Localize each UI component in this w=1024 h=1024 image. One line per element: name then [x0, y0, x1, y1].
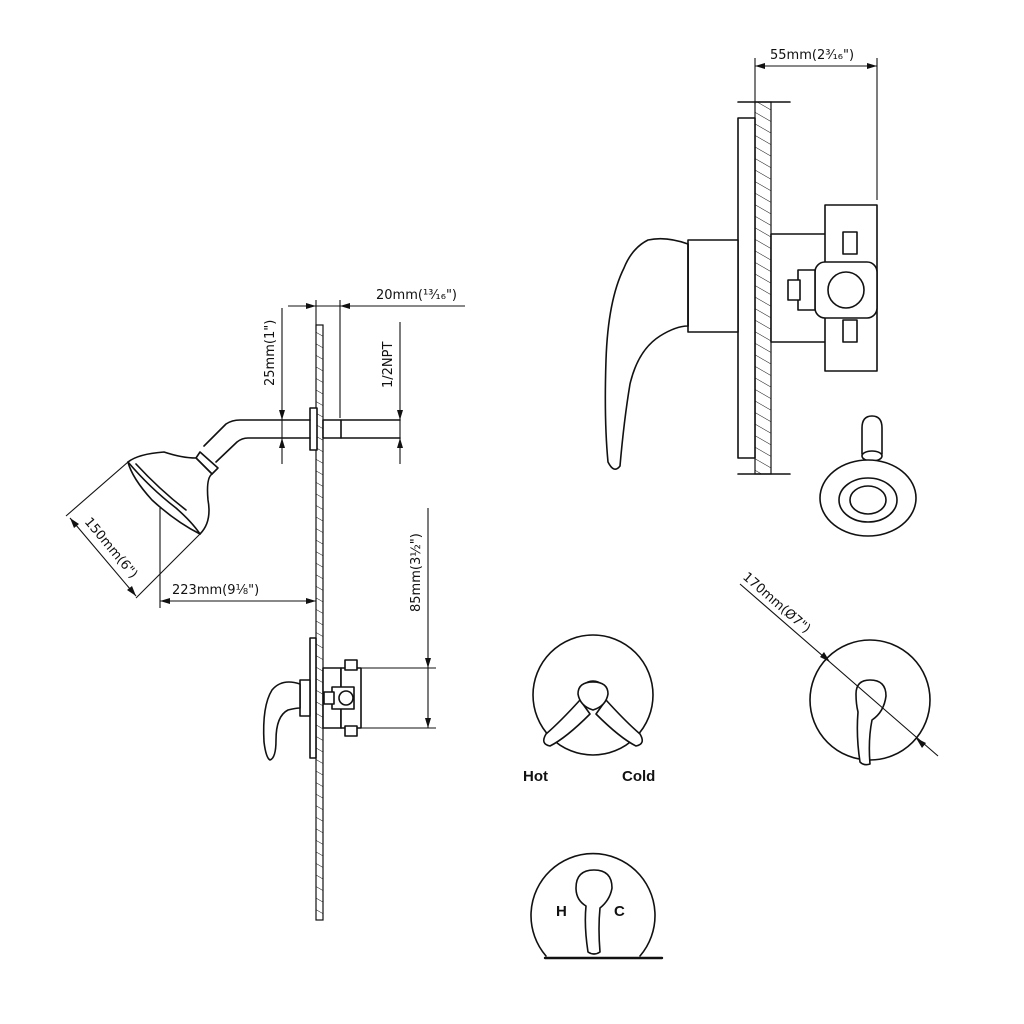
system-side-view: 20mm(¹³⁄₁₆") 25mm(1") 1/2NPT 150mm(6") [65, 288, 465, 921]
label-h: H [556, 903, 567, 920]
dim-head-diameter-label: 150mm(6") [81, 515, 140, 582]
dim-arm-reach-label: 223mm(9⅛") [172, 583, 259, 598]
dim-arm-rise: 25mm(1") [263, 308, 285, 464]
valve-side-small [262, 637, 362, 761]
trim-single-lever: 170mm(Ø7") [739, 570, 939, 766]
dim-valve-depth: 55mm(2³⁄₁₆") [754, 48, 878, 200]
dim-valve-depth-label: 55mm(2³⁄₁₆") [770, 48, 854, 63]
dim-wall-offset-label: 20mm(¹³⁄₁₆") [376, 288, 457, 303]
dim-thread-label: 1/2NPT [381, 342, 396, 388]
dim-wall-offset: 20mm(¹³⁄₁₆") [288, 288, 465, 418]
shower-head-front [819, 415, 917, 537]
valve-side-large [604, 101, 878, 475]
wall-section [315, 324, 324, 921]
dim-thread: 1/2NPT [381, 322, 403, 464]
dim-arm-rise-label: 25mm(1") [263, 320, 278, 386]
label-c: C [614, 903, 625, 920]
dim-arm-reach: 223mm(9⅛") [159, 508, 316, 608]
dim-valve-height-label: 85mm(3½") [409, 533, 424, 612]
label-hot: Hot [523, 768, 548, 785]
shower-arm [203, 407, 401, 463]
trim-two-lever: Hot Cold [523, 634, 655, 785]
dim-plate-diameter: 170mm(Ø7") [739, 570, 939, 757]
dim-plate-diameter-label: 170mm(Ø7") [739, 570, 813, 637]
trim-hc-lever: H C [530, 852, 664, 960]
dim-valve-height: 85mm(3½") [361, 508, 436, 729]
label-cold: Cold [622, 768, 655, 785]
shower-head [127, 451, 219, 535]
